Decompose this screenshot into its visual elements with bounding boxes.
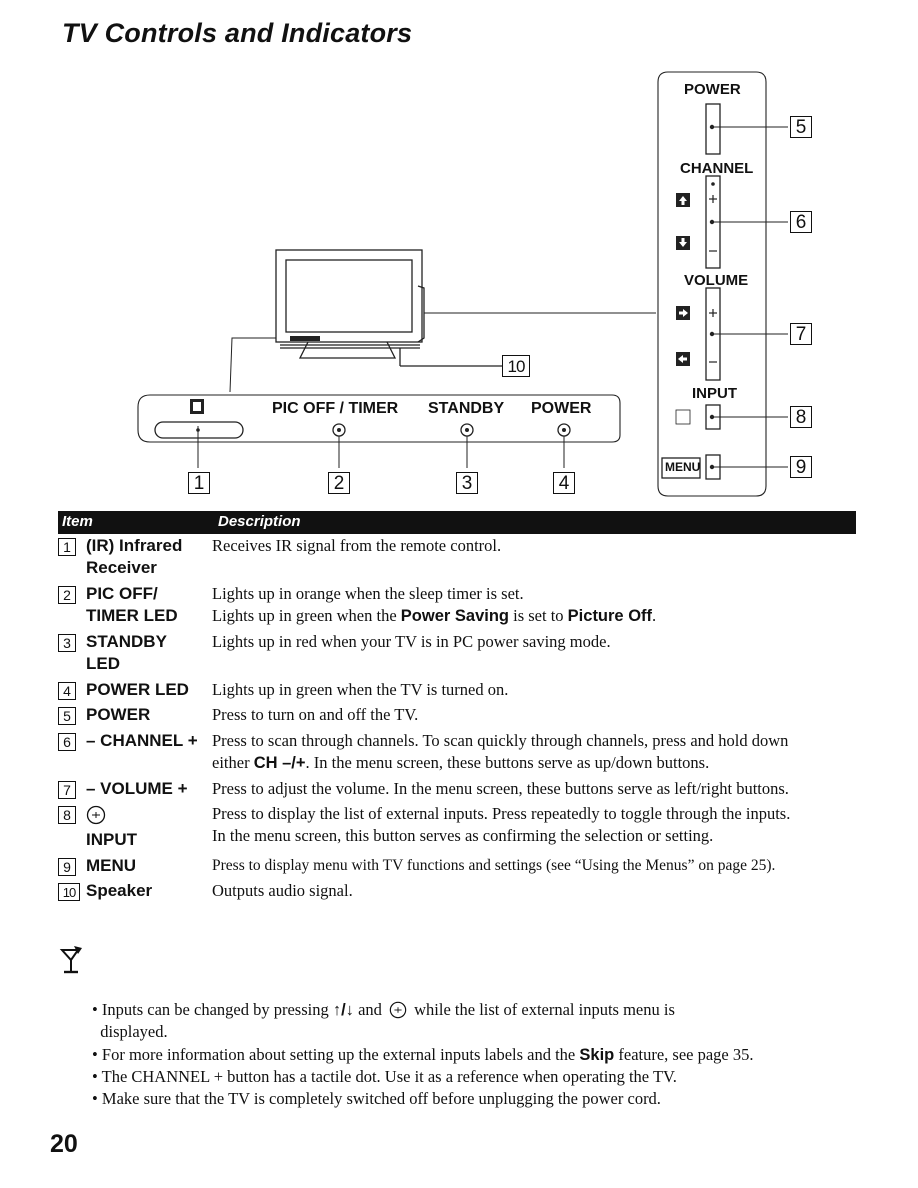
page-title: TV Controls and Indicators [62, 18, 413, 48]
item-description: Receives IR signal from the remote contr… [212, 536, 502, 555]
header-item: Item [62, 513, 93, 530]
item-name: POWER LED [86, 680, 189, 699]
callout-10: 10 [502, 355, 530, 377]
item-description: Lights up in red when your TV is in PC p… [212, 632, 611, 651]
row-number: 8 [58, 806, 76, 824]
row-number: 3 [58, 634, 76, 652]
label-input: INPUT [692, 385, 737, 402]
row-number: 10 [58, 883, 80, 901]
page-number: 20 [50, 1130, 78, 1158]
item-description: Lights up in green when the TV is turned… [212, 680, 509, 699]
header-description: Description [218, 513, 301, 530]
tip-icon [59, 946, 82, 974]
item-description: Press to display the list of external in… [212, 804, 791, 845]
tv-controls-illustration [137, 71, 788, 497]
callout-4: 4 [553, 472, 575, 494]
callout-3: 3 [456, 472, 478, 494]
label-power-led: POWER [531, 400, 592, 417]
item-name: INPUT [86, 830, 137, 849]
callout-9: 9 [790, 456, 812, 478]
row-number: 9 [58, 858, 76, 876]
label-menu: MENU [665, 460, 701, 474]
label-standby: STANDBY [428, 400, 505, 417]
label-volume: VOLUME [684, 272, 749, 289]
table-header: Item Description [58, 511, 856, 534]
item-description: Outputs audio signal. [212, 881, 353, 900]
item-name: – VOLUME + [86, 779, 188, 798]
item-name: PIC OFF/TIMER LED [86, 584, 178, 625]
tip-item: • Make sure that the TV is completely sw… [92, 1089, 661, 1108]
item-name: POWER [86, 705, 151, 724]
label-power: POWER [684, 81, 741, 98]
input-icon [86, 805, 106, 825]
item-description: Press to scan through channels. To scan … [212, 731, 789, 772]
callout-1: 1 [188, 472, 210, 494]
callout-6: 6 [790, 211, 812, 233]
row-number: 5 [58, 707, 76, 725]
label-pic-off-timer: PIC OFF / TIMER [272, 400, 399, 417]
callout-8: 8 [790, 406, 812, 428]
label-channel: CHANNEL [680, 160, 754, 177]
row-number: 2 [58, 586, 76, 604]
row-number: 4 [58, 682, 76, 700]
callout-2: 2 [328, 472, 350, 494]
item-name: Speaker [86, 881, 153, 900]
item-description: Press to display menu with TV functions … [212, 857, 776, 874]
callout-7: 7 [790, 323, 812, 345]
tip-item: • For more information about setting up … [92, 1045, 754, 1064]
callout-5: 5 [790, 116, 812, 138]
item-description: Lights up in orange when the sleep timer… [212, 584, 657, 625]
item-description: Press to turn on and off the TV. [212, 705, 419, 724]
item-name: MENU [86, 856, 137, 875]
item-name: – CHANNEL + [86, 731, 198, 750]
input-icon [389, 1001, 407, 1019]
tip-item: • The CHANNEL + button has a tactile dot… [92, 1067, 677, 1086]
tip-item: • Inputs can be changed by pressing ↑/↓ … [92, 1000, 675, 1041]
row-number: 7 [58, 781, 76, 799]
row-number: 6 [58, 733, 76, 751]
item-description: Press to adjust the volume. In the menu … [212, 779, 789, 798]
row-number: 1 [58, 538, 76, 556]
